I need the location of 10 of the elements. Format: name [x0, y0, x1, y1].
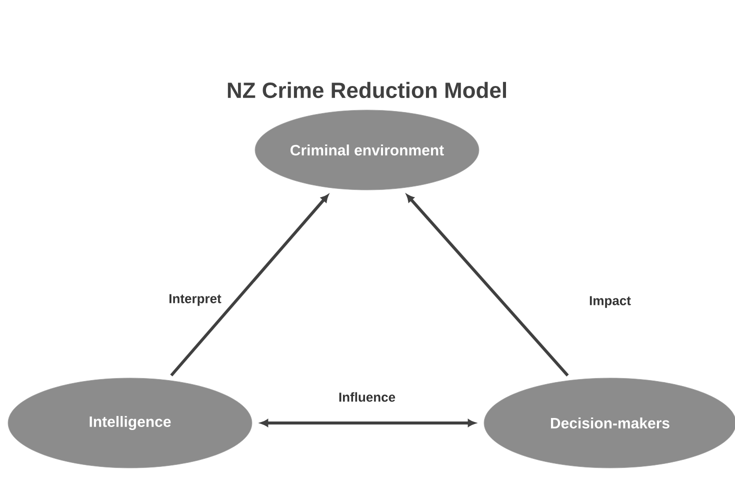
ellipse-node: Criminal environment — [254, 110, 480, 190]
title: NZ Crime Reduction Model — [228, 82, 506, 98]
edge-label: Impact — [588, 295, 632, 309]
ellipse-node: Decision-makers — [484, 378, 735, 468]
arrow — [406, 194, 569, 376]
arrow — [170, 194, 328, 376]
arrow — [260, 419, 476, 427]
edge-label: Influence — [337, 391, 397, 403]
edge-label: Interpret — [168, 293, 222, 307]
ellipse-node: Intelligence — [8, 378, 252, 468]
